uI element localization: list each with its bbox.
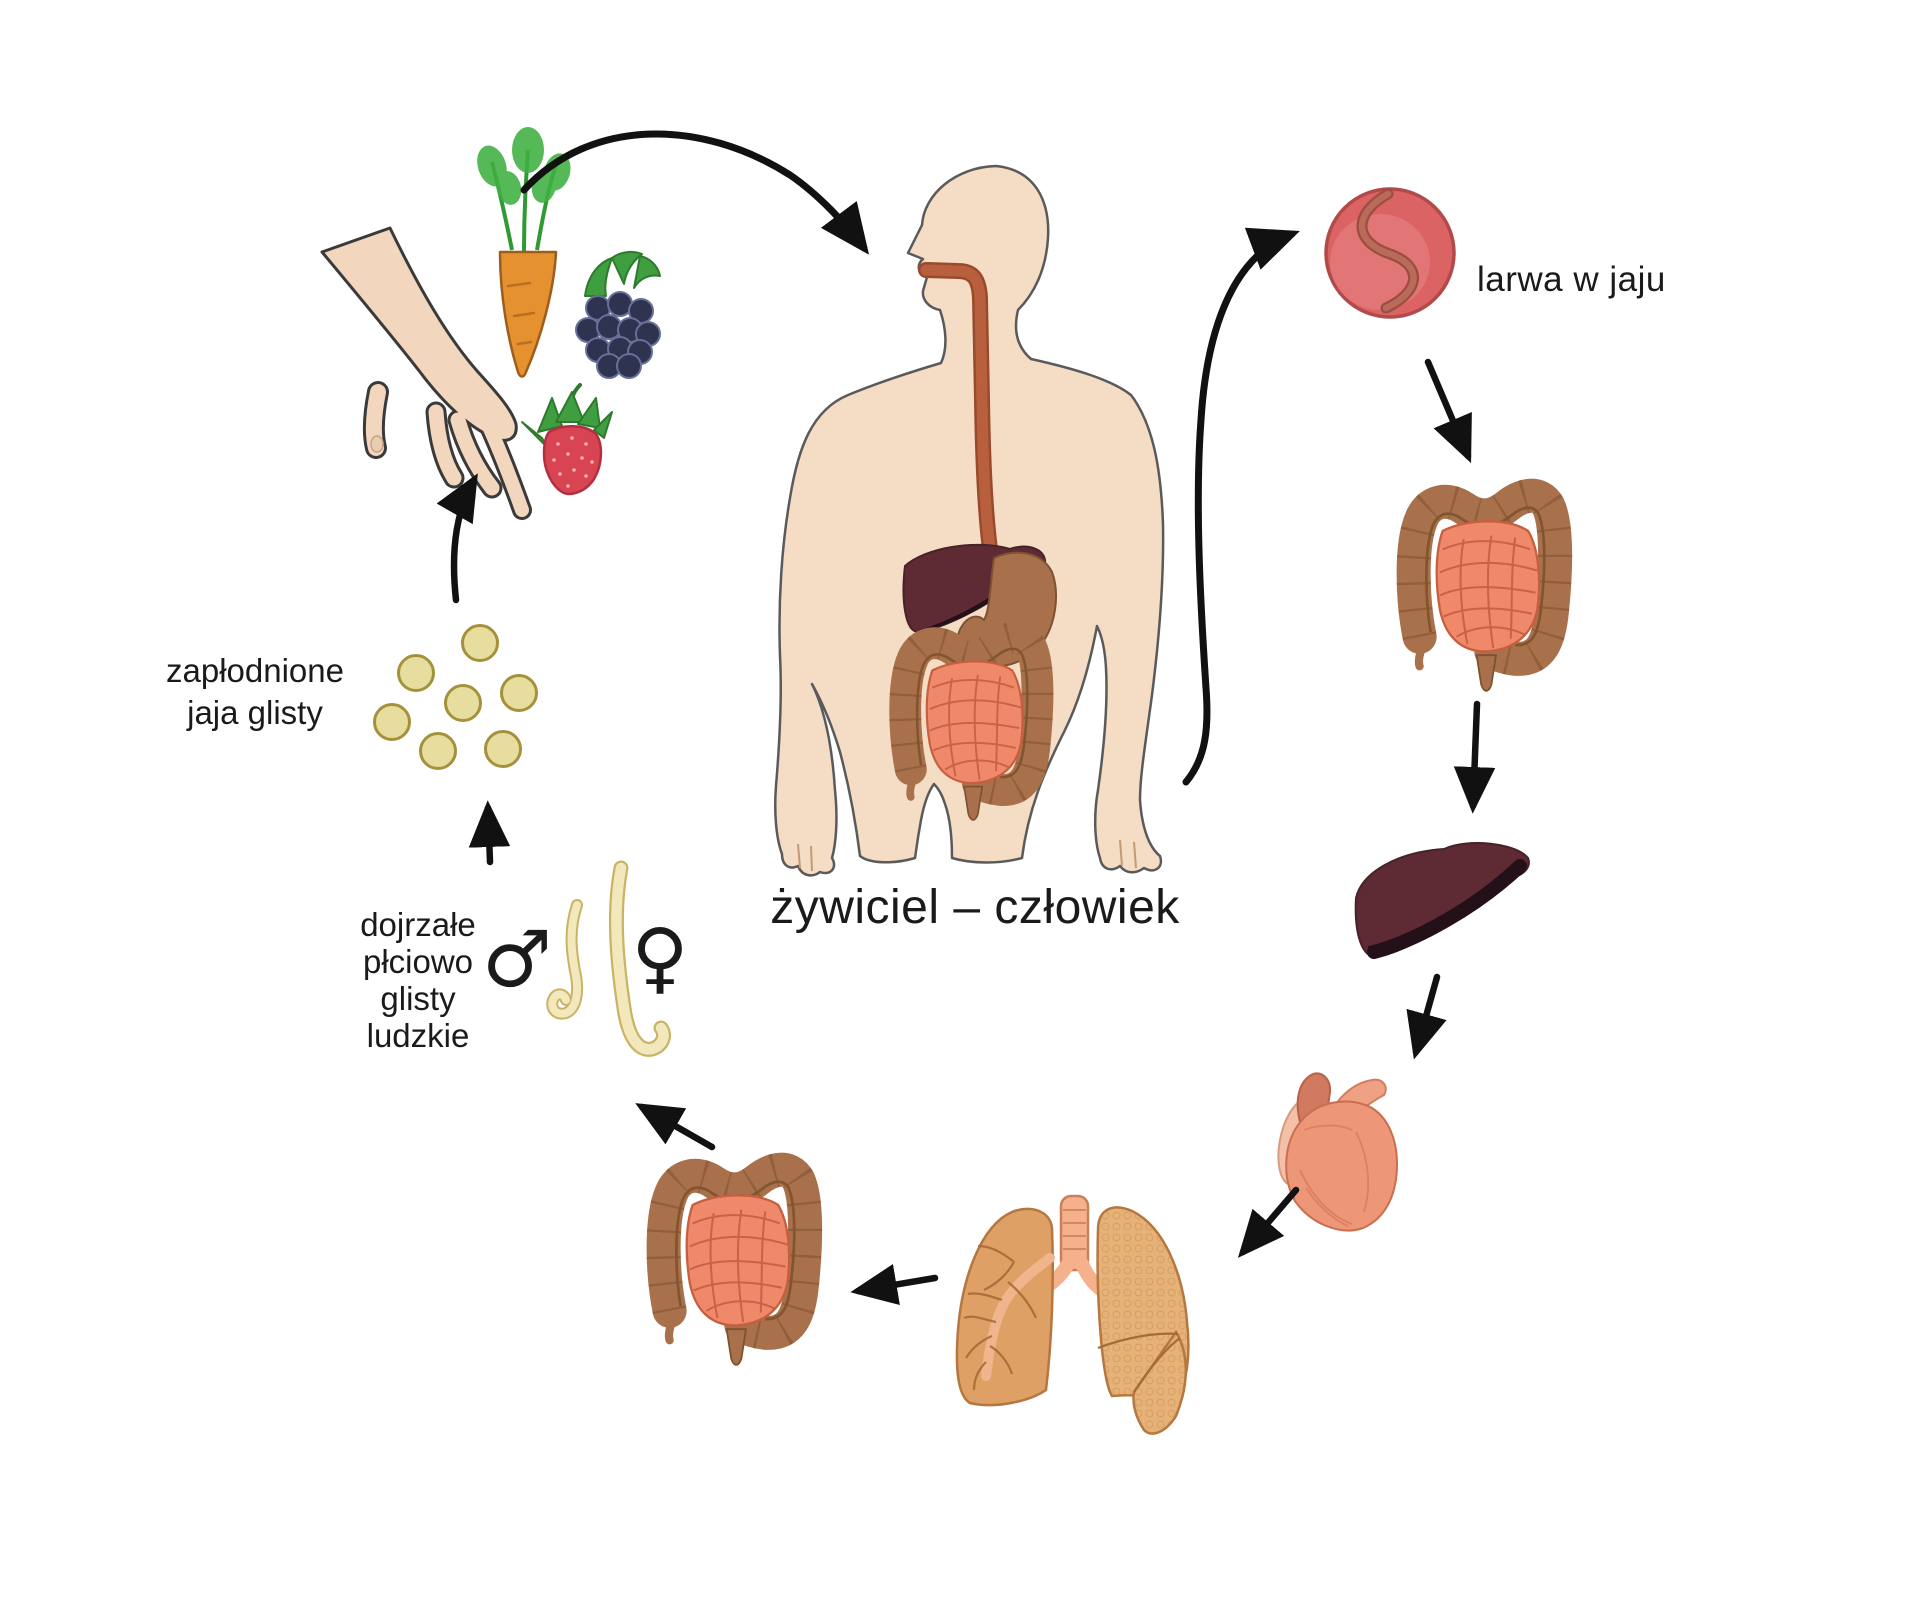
right-lung xyxy=(1096,1206,1190,1435)
mature-worms-label-line3: glisty xyxy=(380,980,456,1017)
arrow-worms-to-eggs xyxy=(468,800,511,866)
arrow-food-to-mouth xyxy=(520,130,870,255)
fertilized-eggs-label: zapłodnione jaja glisty xyxy=(138,650,372,734)
arrow-egg-to-intestine xyxy=(1424,358,1472,464)
body-silhouette xyxy=(774,164,1165,877)
mature-worms-label-line2: płciowo xyxy=(362,943,474,980)
intestine-right-illustration xyxy=(1414,496,1555,691)
mature-worms-label-line1: dojrzałe xyxy=(360,906,476,943)
arrow-intestine-to-liver xyxy=(1453,700,1496,814)
arrow-intestine-to-worms xyxy=(635,1103,716,1151)
arrow-heart-to-lungs xyxy=(1237,1186,1300,1258)
egg-with-larva-illustration xyxy=(1324,187,1456,319)
lungs-illustration xyxy=(955,1194,1190,1435)
hand-illustration xyxy=(320,226,532,520)
fertilized-eggs-illustration xyxy=(373,624,538,770)
esophagus xyxy=(918,262,1002,582)
strawberry-illustration xyxy=(521,383,613,496)
male-roundworm-illustration xyxy=(546,899,584,1020)
host-label: żywiciel – człowiek xyxy=(770,881,1180,934)
bronchial-tree xyxy=(963,1244,1038,1391)
mature-worms-label-line4: ludzkie xyxy=(366,1017,470,1054)
heart-illustration xyxy=(1277,1072,1399,1232)
intestine-bottom-illustration xyxy=(664,1170,805,1365)
male-symbol: ♂ xyxy=(482,915,552,1005)
arrow-eggs-to-hand xyxy=(436,473,478,604)
female-symbol: ♀ xyxy=(631,913,689,1003)
egg-larva-label: larwa w jaju xyxy=(1477,260,1666,299)
fertilized-eggs-label-line2: jaja glisty xyxy=(187,694,323,731)
arrow-lungs-to-intestine xyxy=(850,1263,939,1306)
fertilized-eggs-label-line1: zapłodnione xyxy=(166,652,344,689)
cycle-arrows xyxy=(436,130,1496,1306)
mature-worms-label: dojrzałe płciowo glisty ludzkie xyxy=(300,906,536,1054)
arrow-body-to-egg xyxy=(1182,227,1300,786)
liver-illustration xyxy=(1354,842,1530,959)
finger-lines xyxy=(797,839,1137,872)
arrow-liver-to-heart xyxy=(1406,973,1447,1060)
blackberry-illustration xyxy=(575,250,661,379)
female-roundworm-illustration xyxy=(608,860,672,1057)
human-body-illustration xyxy=(774,164,1165,877)
